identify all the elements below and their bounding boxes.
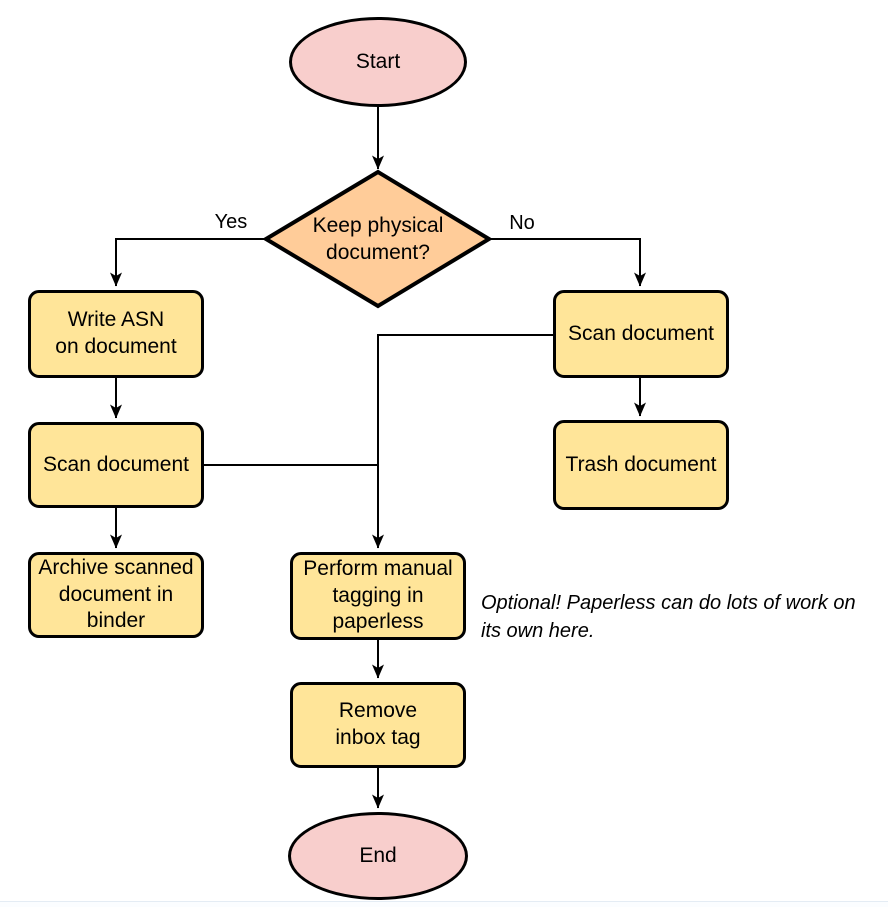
node-label: Remove inbox tag xyxy=(335,699,421,749)
decision-keep-physical-document: Keep physical document? xyxy=(277,211,479,269)
node-label: Perform manual tagging in paperless xyxy=(303,556,453,634)
node-label: Archive scanned document in binder xyxy=(38,555,194,633)
node-label: Write ASN on document xyxy=(55,308,177,358)
node-label: Trash document xyxy=(565,452,717,476)
node-label: End xyxy=(359,843,397,867)
edge-decision-yes-to-write-asn xyxy=(110,238,266,287)
decision-diamond-shape xyxy=(262,169,493,309)
process-perform-manual-tagging: Perform manual tagging in paperless xyxy=(290,552,466,640)
node-label: Keep physical document? xyxy=(312,214,444,264)
node-label: Scan document xyxy=(43,452,189,476)
node-label: Start xyxy=(355,49,401,73)
window-bottom-edge xyxy=(0,901,888,907)
process-archive-scanned-document: Archive scanned document in binder xyxy=(28,552,204,638)
process-write-asn-on-document: Write ASN on document xyxy=(28,290,204,378)
annotation-optional-note: Optional! Paperless can do lots of work … xyxy=(481,592,856,642)
process-scan-document-left: Scan document xyxy=(28,422,204,508)
process-remove-inbox-tag: Remove inbox tag xyxy=(290,682,466,768)
terminal-start: Start xyxy=(289,17,467,107)
process-scan-document-right: Scan document xyxy=(553,290,729,378)
process-trash-document: Trash document xyxy=(553,420,729,510)
edge-scan-right-to-tagging xyxy=(372,334,554,549)
edge-label-no: No xyxy=(509,212,535,234)
terminal-end: End xyxy=(288,812,468,900)
edge-label-yes: Yes xyxy=(214,211,248,233)
edge-decision-no-to-scan-right xyxy=(489,238,646,287)
node-label: Scan document xyxy=(568,321,714,345)
